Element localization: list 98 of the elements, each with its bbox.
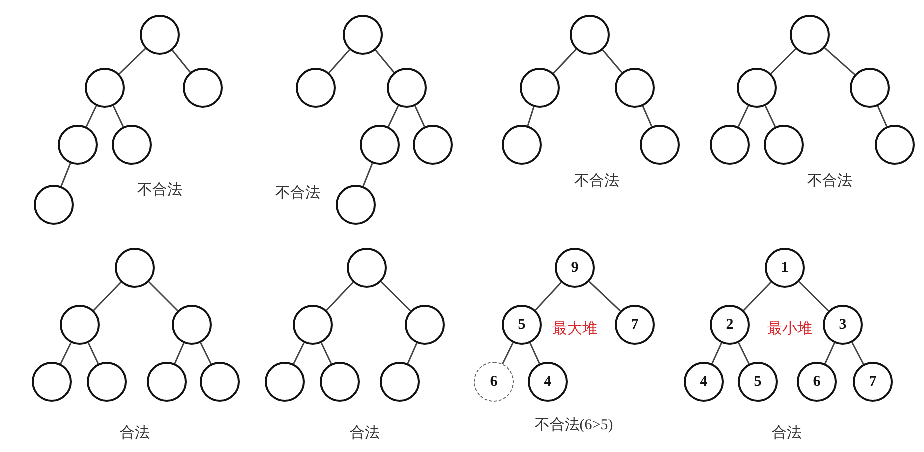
tree-edge	[602, 50, 623, 74]
tree-edge	[380, 281, 412, 312]
tree-edge	[60, 163, 72, 187]
heap-label: 最大堆	[552, 320, 598, 338]
tree-node: 7	[853, 362, 893, 402]
tree-edge	[320, 342, 332, 364]
tree-edge	[553, 49, 577, 74]
tree-node	[343, 15, 383, 55]
tree-node	[360, 125, 400, 165]
tree-node	[737, 68, 777, 108]
heap-label: 最小堆	[768, 320, 812, 338]
tree-edge	[174, 343, 185, 364]
tree-edge	[852, 342, 864, 365]
tree-node: 4	[684, 362, 724, 402]
tree-node	[140, 15, 180, 55]
tree-edge	[824, 48, 856, 76]
tree-node	[640, 125, 680, 165]
tree-caption: 合法	[120, 424, 150, 442]
tree-node: 5	[738, 362, 778, 402]
tree-edge	[88, 342, 100, 364]
tree-node	[850, 68, 890, 108]
tree-node	[85, 68, 125, 108]
tree-edge	[293, 342, 305, 364]
tree-node	[34, 185, 74, 225]
tree-node: 7	[615, 305, 655, 345]
tree-edge	[326, 282, 354, 311]
tree-node	[502, 125, 542, 165]
tree-node: 5	[502, 305, 542, 345]
tree-node	[172, 305, 212, 345]
tree-edge	[527, 106, 535, 126]
tree-edge	[328, 49, 350, 74]
tree-edge	[118, 48, 146, 75]
tree-edge	[743, 282, 772, 312]
tree-node	[380, 362, 420, 402]
tree-edge	[388, 106, 400, 128]
tree-node: 1	[765, 248, 805, 288]
tree-node	[387, 68, 427, 108]
tree-node: 3	[823, 305, 863, 345]
tree-edge	[502, 342, 514, 364]
tree-edge	[738, 342, 750, 364]
tree-node	[200, 362, 240, 402]
tree-caption: 不合法(6>5)	[534, 416, 614, 434]
tree-edge	[112, 106, 124, 128]
tree-node	[764, 125, 804, 165]
tree-caption: 合法	[350, 424, 380, 442]
tree-node	[413, 125, 453, 165]
tree-node: 9	[555, 248, 595, 288]
tree-node	[87, 362, 127, 402]
tree-node	[58, 125, 98, 165]
tree-node	[615, 68, 655, 108]
tree-edge	[712, 342, 722, 364]
tree-node	[60, 305, 100, 345]
tree-edge	[535, 282, 562, 311]
tree-caption: 不合法	[276, 184, 320, 202]
tree-edge	[172, 50, 191, 73]
tree-node	[710, 125, 750, 165]
tree-edge	[362, 163, 374, 187]
tree-node	[293, 305, 333, 345]
tree-caption: 不合法	[138, 181, 182, 200]
tree-node	[32, 362, 72, 402]
tree-node	[520, 68, 560, 108]
tree-edge	[824, 342, 836, 364]
tree-edge	[200, 342, 212, 364]
tree-edge	[588, 281, 622, 312]
tree-node	[183, 68, 223, 108]
dashed-tree-node: 6	[474, 362, 514, 402]
tree-edge	[798, 281, 830, 312]
tree-node	[320, 362, 360, 402]
tree-edge	[148, 282, 178, 312]
tree-node: 4	[528, 362, 568, 402]
tree-node	[115, 248, 155, 288]
tree-edge	[60, 342, 72, 364]
tree-edge	[375, 50, 395, 74]
tree-edge	[93, 282, 122, 312]
tree-edge	[738, 106, 750, 128]
tree-node	[570, 15, 610, 55]
tree-edge	[530, 342, 540, 364]
tree-caption: 不合法	[574, 172, 620, 190]
tree-edge	[877, 106, 888, 127]
tree-node	[147, 362, 187, 402]
tree-node	[405, 305, 445, 345]
tree-edge	[770, 48, 796, 74]
tree-edge	[407, 343, 418, 364]
tree-node	[112, 125, 152, 165]
tree-node	[790, 15, 830, 55]
tree-node: 6	[797, 362, 837, 402]
tree-edge	[414, 106, 426, 128]
tree-edge	[764, 106, 776, 128]
tree-caption: 合法	[772, 424, 802, 442]
tree-node	[347, 248, 387, 288]
tree-caption: 不合法	[808, 172, 852, 190]
tree-edge	[642, 106, 653, 127]
tree-node	[296, 68, 336, 108]
tree-node	[336, 185, 376, 225]
tree-node	[875, 125, 915, 165]
tree-node	[265, 362, 305, 402]
tree-edge	[86, 106, 98, 128]
tree-node: 2	[710, 305, 750, 345]
